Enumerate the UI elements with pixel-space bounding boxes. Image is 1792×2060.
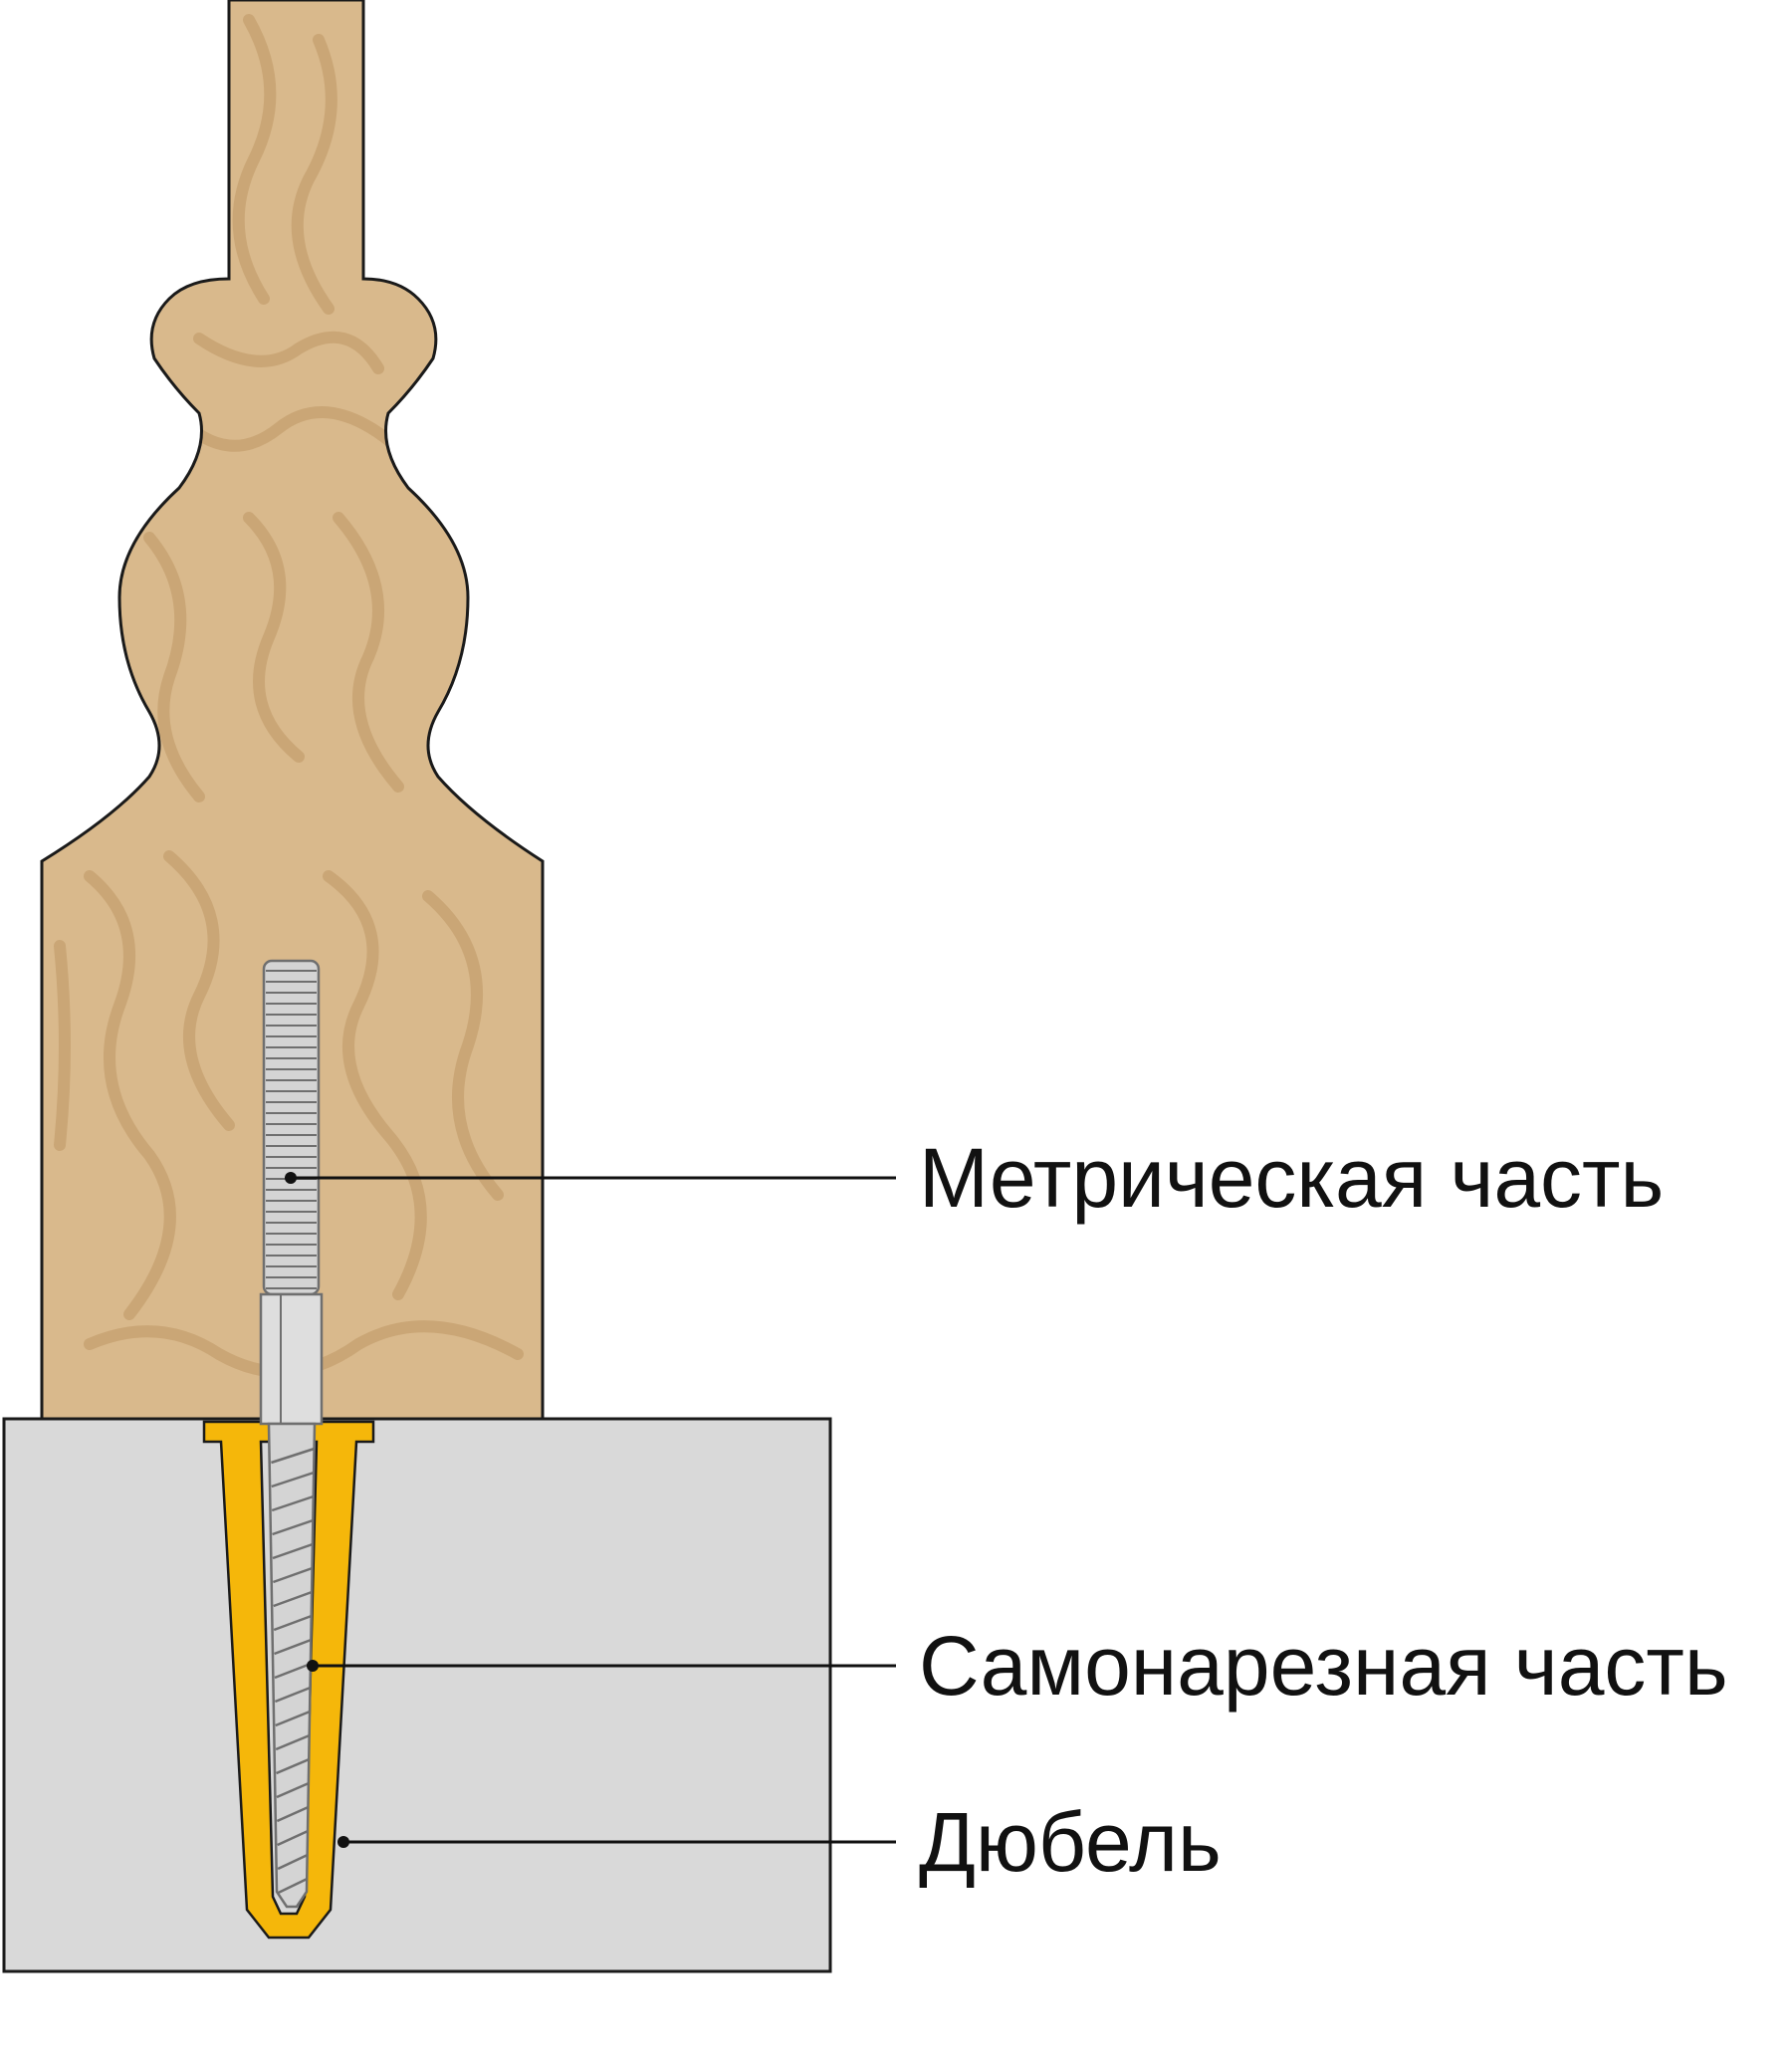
- self-tapping-thread-line: [276, 1805, 310, 1823]
- plastic-dowel: [202, 1420, 375, 1940]
- callout-metric-part: Метрическая часть: [285, 1131, 1664, 1225]
- self-tapping-thread-line: [275, 1710, 311, 1727]
- self-tapping-thread-line: [273, 1614, 313, 1632]
- self-tapping-thread-line: [272, 1542, 314, 1560]
- self-tapping-thread-line: [274, 1638, 312, 1656]
- wooden-baluster: [40, 0, 545, 1421]
- dowel-shell: [202, 1420, 375, 1940]
- self-tapping-thread-line: [272, 1518, 314, 1536]
- self-tapping-thread-line: [277, 1829, 309, 1847]
- self-tapping-thread-lines: [271, 1447, 315, 1895]
- self-tapping-thread-line: [276, 1757, 310, 1775]
- self-tapping-thread-line: [277, 1853, 309, 1871]
- concrete-base: [2, 1417, 832, 1973]
- self-tapping-thread-line: [277, 1877, 309, 1895]
- label-self-tapping-part: Самонарезная часть: [919, 1619, 1728, 1713]
- metric-thread-lines: [266, 970, 317, 1289]
- label-metric-part: Метрическая часть: [919, 1131, 1664, 1225]
- callout-self-tapping-part: Самонарезная часть: [307, 1619, 1728, 1713]
- self-tapping-thread-line: [271, 1494, 315, 1512]
- baluster-body: [42, 0, 543, 1419]
- callouts: Метрическая часть Самонарезная часть Дюб…: [285, 1131, 1728, 1889]
- self-tapping-thread-line: [271, 1471, 315, 1488]
- steel-pin: [259, 959, 324, 1909]
- self-tapping-thread-line: [272, 1566, 314, 1584]
- self-tapping-thread-line: [274, 1686, 312, 1704]
- self-tapping-thread-line: [276, 1781, 310, 1799]
- self-tapping-thread-line: [275, 1733, 311, 1751]
- self-tapping-thread-line: [274, 1662, 312, 1680]
- hex-collar: [259, 1292, 324, 1426]
- callout-dowel: Дюбель: [337, 1795, 1222, 1889]
- label-dowel: Дюбель: [919, 1795, 1222, 1889]
- self-tapping-thread-line: [273, 1590, 313, 1608]
- self-tapping-thread-line: [271, 1447, 315, 1465]
